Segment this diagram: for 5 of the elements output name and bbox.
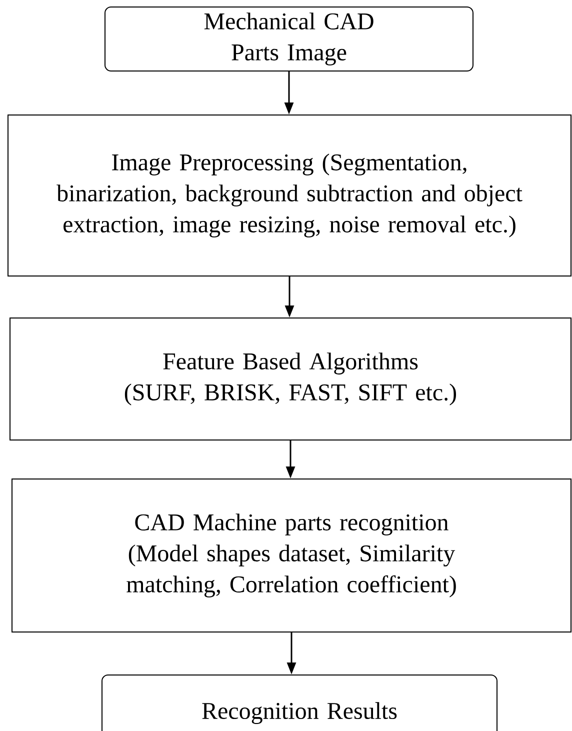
process-box: Image Preprocessing (Segmentation, binarization, background subtraction and object extraction, image resizing, noise removal etc.) — [8, 114, 572, 276]
process-box: Feature Based Algorithms (SURF, BRISK, FAST, SIFT etc.) — [10, 318, 572, 440]
terminal-box: Mechanical CAD Parts Image — [104, 6, 474, 72]
process-box: CAD Machine parts recognition (Model shapes dataset, Similarity matching, Correlation coefficient) — [12, 478, 572, 632]
terminal-box: Recognition Results — [102, 674, 498, 731]
